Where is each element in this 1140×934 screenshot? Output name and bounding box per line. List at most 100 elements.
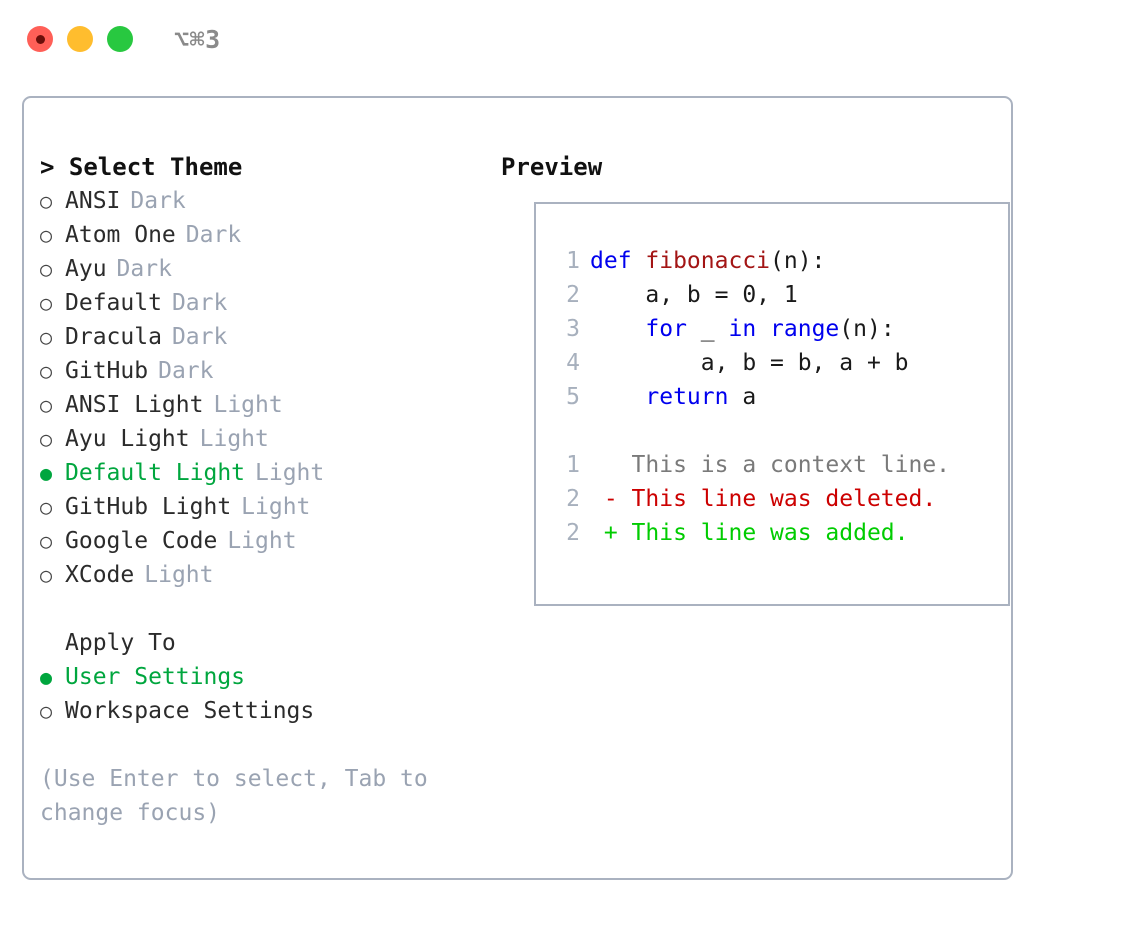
theme-item[interactable]: ○ Dracula Dark: [40, 320, 495, 354]
theme-suffix: Light: [255, 460, 325, 486]
radio-selected-icon: ●: [40, 461, 53, 485]
radio-unselected-icon: ○: [40, 393, 53, 417]
theme-label: XCode: [65, 562, 135, 588]
code-token: a, b = b, a + b: [590, 350, 909, 376]
diff-line: 2 - This line was deleted.: [552, 482, 950, 516]
radio-unselected-icon: ○: [40, 325, 53, 349]
keyboard-hint-text: (Use Enter to select, Tab to change focu…: [40, 766, 442, 826]
theme-suffix: Dark: [171, 324, 228, 350]
theme-item[interactable]: ○ GitHub Dark: [40, 354, 495, 388]
keyboard-shortcut-label: ⌥⌘3: [174, 24, 221, 54]
code-token: in: [728, 316, 757, 342]
theme-label: ANSI Light: [65, 392, 204, 418]
radio-unselected-icon: ○: [40, 223, 53, 247]
diff-line: 2 + This line was added.: [552, 516, 950, 550]
theme-label: GitHub Light: [65, 494, 232, 520]
diff-text: This is a context line.: [590, 452, 951, 478]
line-number: 1: [566, 248, 580, 274]
code-line: 4 a, b = b, a + b: [552, 346, 950, 380]
line-number: 2: [566, 282, 580, 308]
theme-suffix: Light: [199, 426, 269, 452]
radio-unselected-icon: ○: [40, 699, 53, 723]
code-token: [590, 316, 645, 342]
theme-label: Atom One: [65, 222, 176, 248]
theme-item[interactable]: ○ Google Code Light: [40, 524, 495, 558]
apply-to-item[interactable]: ●User Settings: [40, 660, 495, 694]
code-token: fibonacci: [645, 248, 771, 274]
code-line: 1 def fibonacci(n):: [552, 244, 950, 278]
theme-suffix: Dark: [158, 358, 214, 384]
theme-item[interactable]: ○ Ayu Dark: [40, 252, 495, 286]
theme-label: Default Light: [65, 460, 246, 486]
radio-unselected-icon: ○: [40, 359, 53, 383]
code-token: a: [728, 384, 757, 410]
apply-to-heading: ○ Apply To: [40, 626, 495, 660]
apply-to-list: ●User Settings ○ Workspace Settings: [40, 660, 495, 728]
line-number: 5: [566, 384, 580, 410]
radio-unselected-icon: ○: [40, 495, 53, 519]
code-token: (n):: [839, 316, 895, 342]
line-number: 2: [566, 486, 580, 512]
select-theme-heading: > Select Theme: [40, 153, 243, 181]
theme-suffix: Dark: [116, 256, 172, 282]
code-token: (n):: [770, 248, 826, 274]
diff-text: - This line was deleted.: [590, 486, 937, 512]
theme-suffix: Dark: [171, 290, 228, 316]
section-spacer: [40, 592, 495, 626]
radio-unselected-icon: ○: [40, 427, 53, 451]
theme-item[interactable]: ● Default Light Light: [40, 456, 495, 490]
minimize-button[interactable]: [67, 26, 93, 52]
code-token: def: [590, 248, 646, 274]
code-line: 3 for _ in range(n):: [552, 312, 950, 346]
preview-heading: Preview: [501, 153, 603, 181]
theme-label: Ayu: [65, 256, 107, 282]
radio-unselected-icon: ○: [40, 529, 53, 553]
code-token: range: [770, 316, 840, 342]
theme-suffix: Light: [241, 494, 311, 520]
theme-item[interactable]: ○ ANSI Light Light: [40, 388, 495, 422]
apply-to-marker-spacer: ○: [40, 626, 65, 660]
radio-unselected-icon: ○: [40, 189, 53, 213]
diff-line: 1 This is a context line.: [552, 448, 950, 482]
radio-unselected-icon: ○: [40, 257, 53, 281]
radio-unselected-icon: ○: [40, 291, 53, 315]
code-line: 2 a, b = 0, 1: [552, 278, 950, 312]
apply-to-label: Workspace Settings: [65, 698, 315, 724]
theme-suffix: Light: [227, 528, 297, 554]
theme-label: ANSI: [65, 188, 121, 214]
theme-item[interactable]: ○ XCode Light: [40, 558, 495, 592]
line-number: 4: [566, 350, 580, 376]
theme-suffix: Dark: [130, 188, 186, 214]
code-blank-line: [552, 414, 950, 448]
title-bar: ⌥⌘3: [0, 0, 1140, 78]
theme-item[interactable]: ○ ANSI Dark: [40, 184, 495, 218]
code-line: 5 return a: [552, 380, 950, 414]
theme-label: GitHub: [65, 358, 149, 384]
traffic-lights: [27, 26, 133, 52]
maximize-button[interactable]: [107, 26, 133, 52]
code-token: for: [645, 316, 687, 342]
apply-to-label: User Settings: [65, 664, 246, 690]
theme-suffix: Light: [144, 562, 214, 588]
code-token: [590, 384, 645, 410]
apply-to-item[interactable]: ○ Workspace Settings: [40, 694, 495, 728]
theme-label: Dracula: [65, 324, 162, 350]
close-button[interactable]: [27, 26, 53, 52]
theme-item[interactable]: ○ GitHub Light Light: [40, 490, 495, 524]
code-token: a, b = 0, 1: [590, 282, 798, 308]
theme-suffix: Light: [213, 392, 283, 418]
line-number: 3: [566, 316, 580, 342]
theme-label: Google Code: [65, 528, 218, 554]
line-number: 2: [566, 520, 580, 546]
radio-unselected-icon: ○: [40, 563, 53, 587]
line-number: 1: [566, 452, 580, 478]
